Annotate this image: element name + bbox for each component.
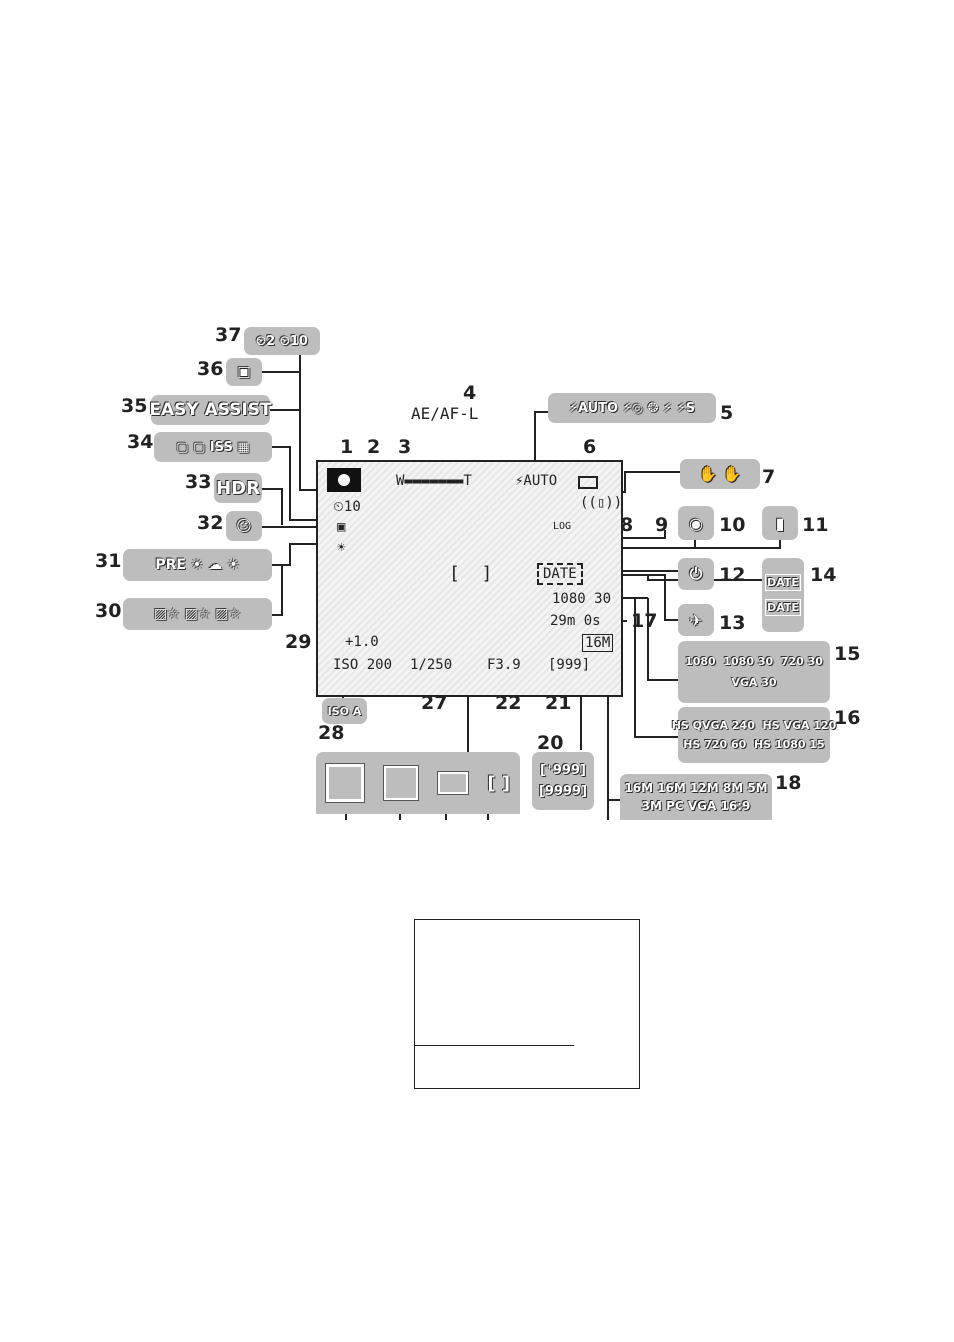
hs-movie-options: HS QVGA 240 HS VGA 120 HS 720 60 HS 1080…: [672, 707, 836, 763]
scene-icon-36: ▣: [226, 358, 262, 386]
ae-af-lock-indicator: AE/AF-L: [411, 404, 479, 423]
iso-indicator: ISO 200: [333, 657, 393, 673]
label-8: 8: [620, 514, 634, 536]
date-option-a: DATE: [765, 574, 801, 591]
easy-assist-indicator: EASY ASSIST: [149, 395, 272, 425]
label-15: 15: [834, 643, 861, 665]
focus-frame-b: [382, 765, 419, 801]
gps-icon: ◉: [678, 506, 714, 540]
label-16: 16: [834, 707, 861, 729]
hs-option-b: HS VGA 120: [762, 719, 837, 732]
iso-options: ISO A: [322, 698, 367, 724]
white-balance-icon: ☀: [337, 540, 346, 556]
movie-mode-indicator: 1080 30: [552, 591, 612, 607]
vibration-icon: ((▯)): [580, 495, 623, 511]
battery-options: ▮: [762, 506, 798, 540]
self-timer-options: ⏲2 ⏲10: [244, 327, 320, 355]
label-32: 32: [197, 512, 224, 534]
exposure-comp: +1.0: [345, 634, 379, 650]
self-timer-indicator: ⏲10: [333, 499, 361, 515]
label-34: 34: [127, 431, 154, 453]
image-size-row2: 3M PC VGA 16:9: [641, 799, 751, 813]
recording-time: 29m 0s: [550, 613, 601, 629]
aperture: F3.9: [487, 657, 521, 673]
label-10: 10: [719, 514, 746, 536]
image-size-row1: 16M 16M 12M 8M 5M: [624, 781, 768, 795]
label-37: 37: [215, 324, 242, 346]
movie-option-b: 1080 30: [723, 655, 774, 668]
blank-box-divider: [414, 1045, 574, 1046]
effect-options: ▨☆ ▨☆ ▨☆: [123, 598, 272, 630]
remaining-option-b: [9999]: [538, 784, 588, 799]
label-29: 29: [285, 631, 312, 653]
world-time-icon: ⏻: [678, 558, 714, 590]
label-2: 2: [367, 436, 381, 458]
label-14: 14: [810, 564, 837, 586]
remaining-option-a: [⁺999]: [540, 763, 586, 778]
memory-icon: ▣: [337, 519, 346, 535]
label-13: 13: [719, 612, 746, 634]
focus-frame-c: [436, 771, 469, 795]
face-detect-icon: ☺: [226, 511, 262, 541]
lcd-monitor: [316, 460, 623, 697]
movie-option-d: VGA 30: [731, 676, 777, 689]
focus-frame-d: [ ]: [487, 772, 511, 794]
label-17: 17: [631, 610, 658, 632]
focus-area: [ ]: [449, 563, 493, 584]
label-12: 12: [719, 564, 746, 586]
hdr-indicator: HDR: [214, 473, 262, 503]
label-4: 4: [463, 382, 477, 404]
label-3: 3: [398, 436, 412, 458]
vr-options: ✋ ✋: [680, 459, 760, 489]
label-28: 28: [318, 722, 345, 744]
date-option-b: DATE: [765, 599, 801, 616]
travel-icon: ✈: [678, 604, 714, 636]
focus-frame-a: [324, 763, 365, 803]
label-11: 11: [802, 514, 829, 536]
zoom-bar: W▬▬▬▬▬▬▬T: [396, 473, 472, 489]
log-indicator: LOG: [553, 521, 572, 532]
burst-options: ▢ ▢ ISS ▦: [154, 432, 272, 462]
flash-auto-indicator: ⚡AUTO: [515, 473, 558, 489]
label-35: 35: [121, 395, 148, 417]
label-21: 21: [545, 692, 572, 714]
label-30: 30: [95, 600, 122, 622]
label-1: 1: [340, 436, 354, 458]
label-20: 20: [537, 732, 564, 754]
image-size-options: 16M 16M 12M 8M 5M 3M PC VGA 16:9: [620, 774, 772, 820]
label-31: 31: [95, 550, 122, 572]
hs-option-d: HS 1080 15: [754, 738, 825, 751]
label-9: 9: [655, 514, 669, 536]
image-size-indicator: 16M: [582, 634, 614, 652]
date-stamp-indicator: DATE: [537, 563, 583, 585]
label-33: 33: [185, 471, 212, 493]
remaining-options: [⁺999] [9999]: [532, 752, 594, 810]
flash-options: ⚡AUTO ⚡◎ ❂ ⚡ ⚡S: [548, 393, 716, 423]
remaining-shots: [999]: [548, 657, 591, 673]
label-6: 6: [583, 436, 597, 458]
label-36: 36: [197, 358, 224, 380]
date-options: DATE DATE: [762, 558, 804, 632]
shooting-mode-icon: [327, 468, 361, 492]
label-18: 18: [775, 772, 802, 794]
white-balance-options: PRE ☀ ☁ ☀: [123, 549, 272, 581]
movie-options: 1080 1080 30 720 30 VGA 30: [678, 641, 830, 703]
label-27: 27: [421, 692, 448, 714]
shutter-speed: 1/250: [410, 657, 453, 673]
hs-option-c: HS 720 60: [683, 738, 747, 751]
label-5: 5: [720, 402, 734, 424]
blank-box: [414, 919, 640, 1089]
label-7: 7: [762, 466, 776, 488]
movie-option-c: 720 30: [780, 655, 823, 668]
label-22: 22: [495, 692, 522, 714]
hs-option-a: HS QVGA 240: [671, 719, 755, 732]
focus-area-options: [ ]: [316, 752, 520, 814]
battery-icon: [578, 476, 598, 489]
movie-option-a: 1080: [685, 655, 716, 668]
